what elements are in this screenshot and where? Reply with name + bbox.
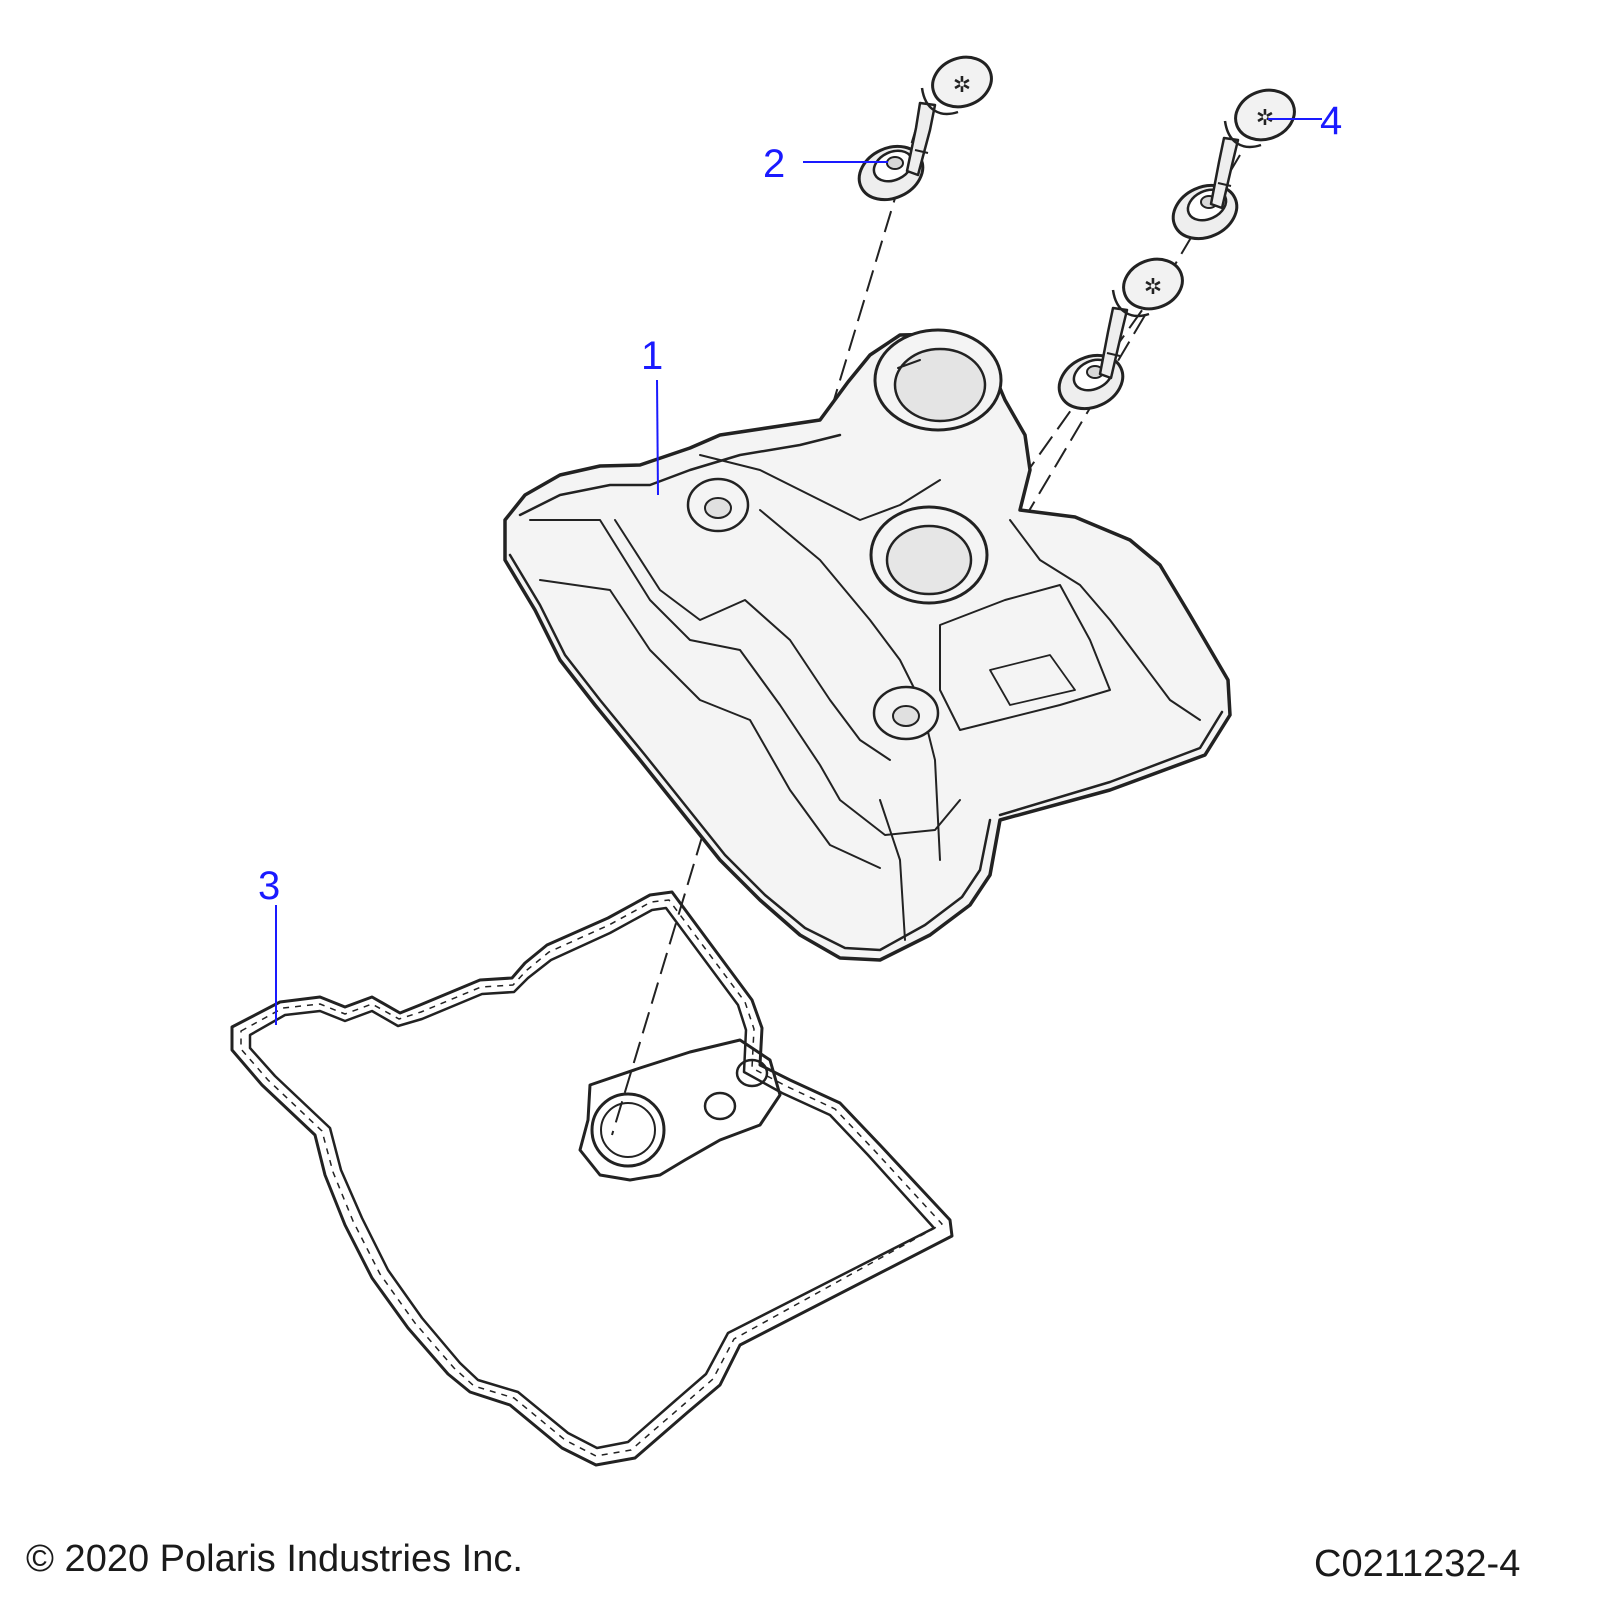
- valve-cover-rib-top: [699, 454, 941, 521]
- spark-plug-well-inner: [885, 524, 973, 596]
- oil-filler-neck-inner: [893, 347, 987, 423]
- drawing-code: C0211232-4: [1314, 1543, 1521, 1585]
- valve-cover-right-panel-inner: [989, 654, 1076, 706]
- copyright-notice: © 2020 Polaris Industries Inc.: [26, 1538, 523, 1580]
- valve-cover-body: [503, 332, 1232, 962]
- gasket-plug-hole-inner: [600, 1102, 656, 1158]
- svg-text:✲: ✲: [953, 73, 971, 98]
- valve-cover-ridge-2: [539, 579, 881, 869]
- bolt-2: ✲: [1209, 88, 1296, 210]
- gasket-plug-boss-outer: [578, 1038, 782, 1182]
- bolt-1: ✲: [905, 55, 993, 177]
- gasket-center-line: [240, 899, 943, 1457]
- valve-cover-ridge-1: [529, 519, 961, 836]
- svg-text:✲: ✲: [1256, 106, 1274, 131]
- valve-cover-flange: [508, 553, 992, 952]
- valve-cover-front-face: [879, 799, 906, 941]
- gasket-plug-hole: [590, 1092, 666, 1168]
- callout-4: 4: [1320, 99, 1343, 143]
- callout-3: 3: [258, 864, 281, 908]
- valve-cover-flange-right: [998, 710, 1224, 817]
- valve-cover-gasket: [230, 890, 954, 1467]
- valve-cover-center-rib: [759, 509, 941, 861]
- callout-1: 1: [641, 334, 664, 378]
- oil-filler-neck-thread: [897, 359, 921, 369]
- gasket-inner-edge: [248, 906, 936, 1450]
- gasket-small-hole-1: [703, 1091, 737, 1121]
- bolt-boss-center-inner: [892, 705, 920, 727]
- leader-line-1: [656, 379, 659, 496]
- valve-cover-right-panel: [939, 584, 1111, 731]
- callout-2: 2: [763, 142, 786, 186]
- valve-cover-top-left: [518, 433, 842, 517]
- gasket-small-hole-2: [735, 1058, 769, 1088]
- gasket-outer-edge: [230, 890, 954, 1467]
- svg-text:✲: ✲: [1144, 275, 1162, 300]
- valve-cover-right-ridge: [1009, 519, 1201, 721]
- bolt-3: ✲: [1098, 257, 1184, 380]
- bolt-boss-left-inner: [704, 497, 732, 519]
- bolts: ✲ ✲ ✲: [905, 55, 1296, 380]
- leader-lines: [275, 118, 1322, 1025]
- washer-2: [1171, 183, 1239, 241]
- valve-cover-ridge-3: [614, 519, 891, 761]
- valve-cover: [503, 328, 1232, 962]
